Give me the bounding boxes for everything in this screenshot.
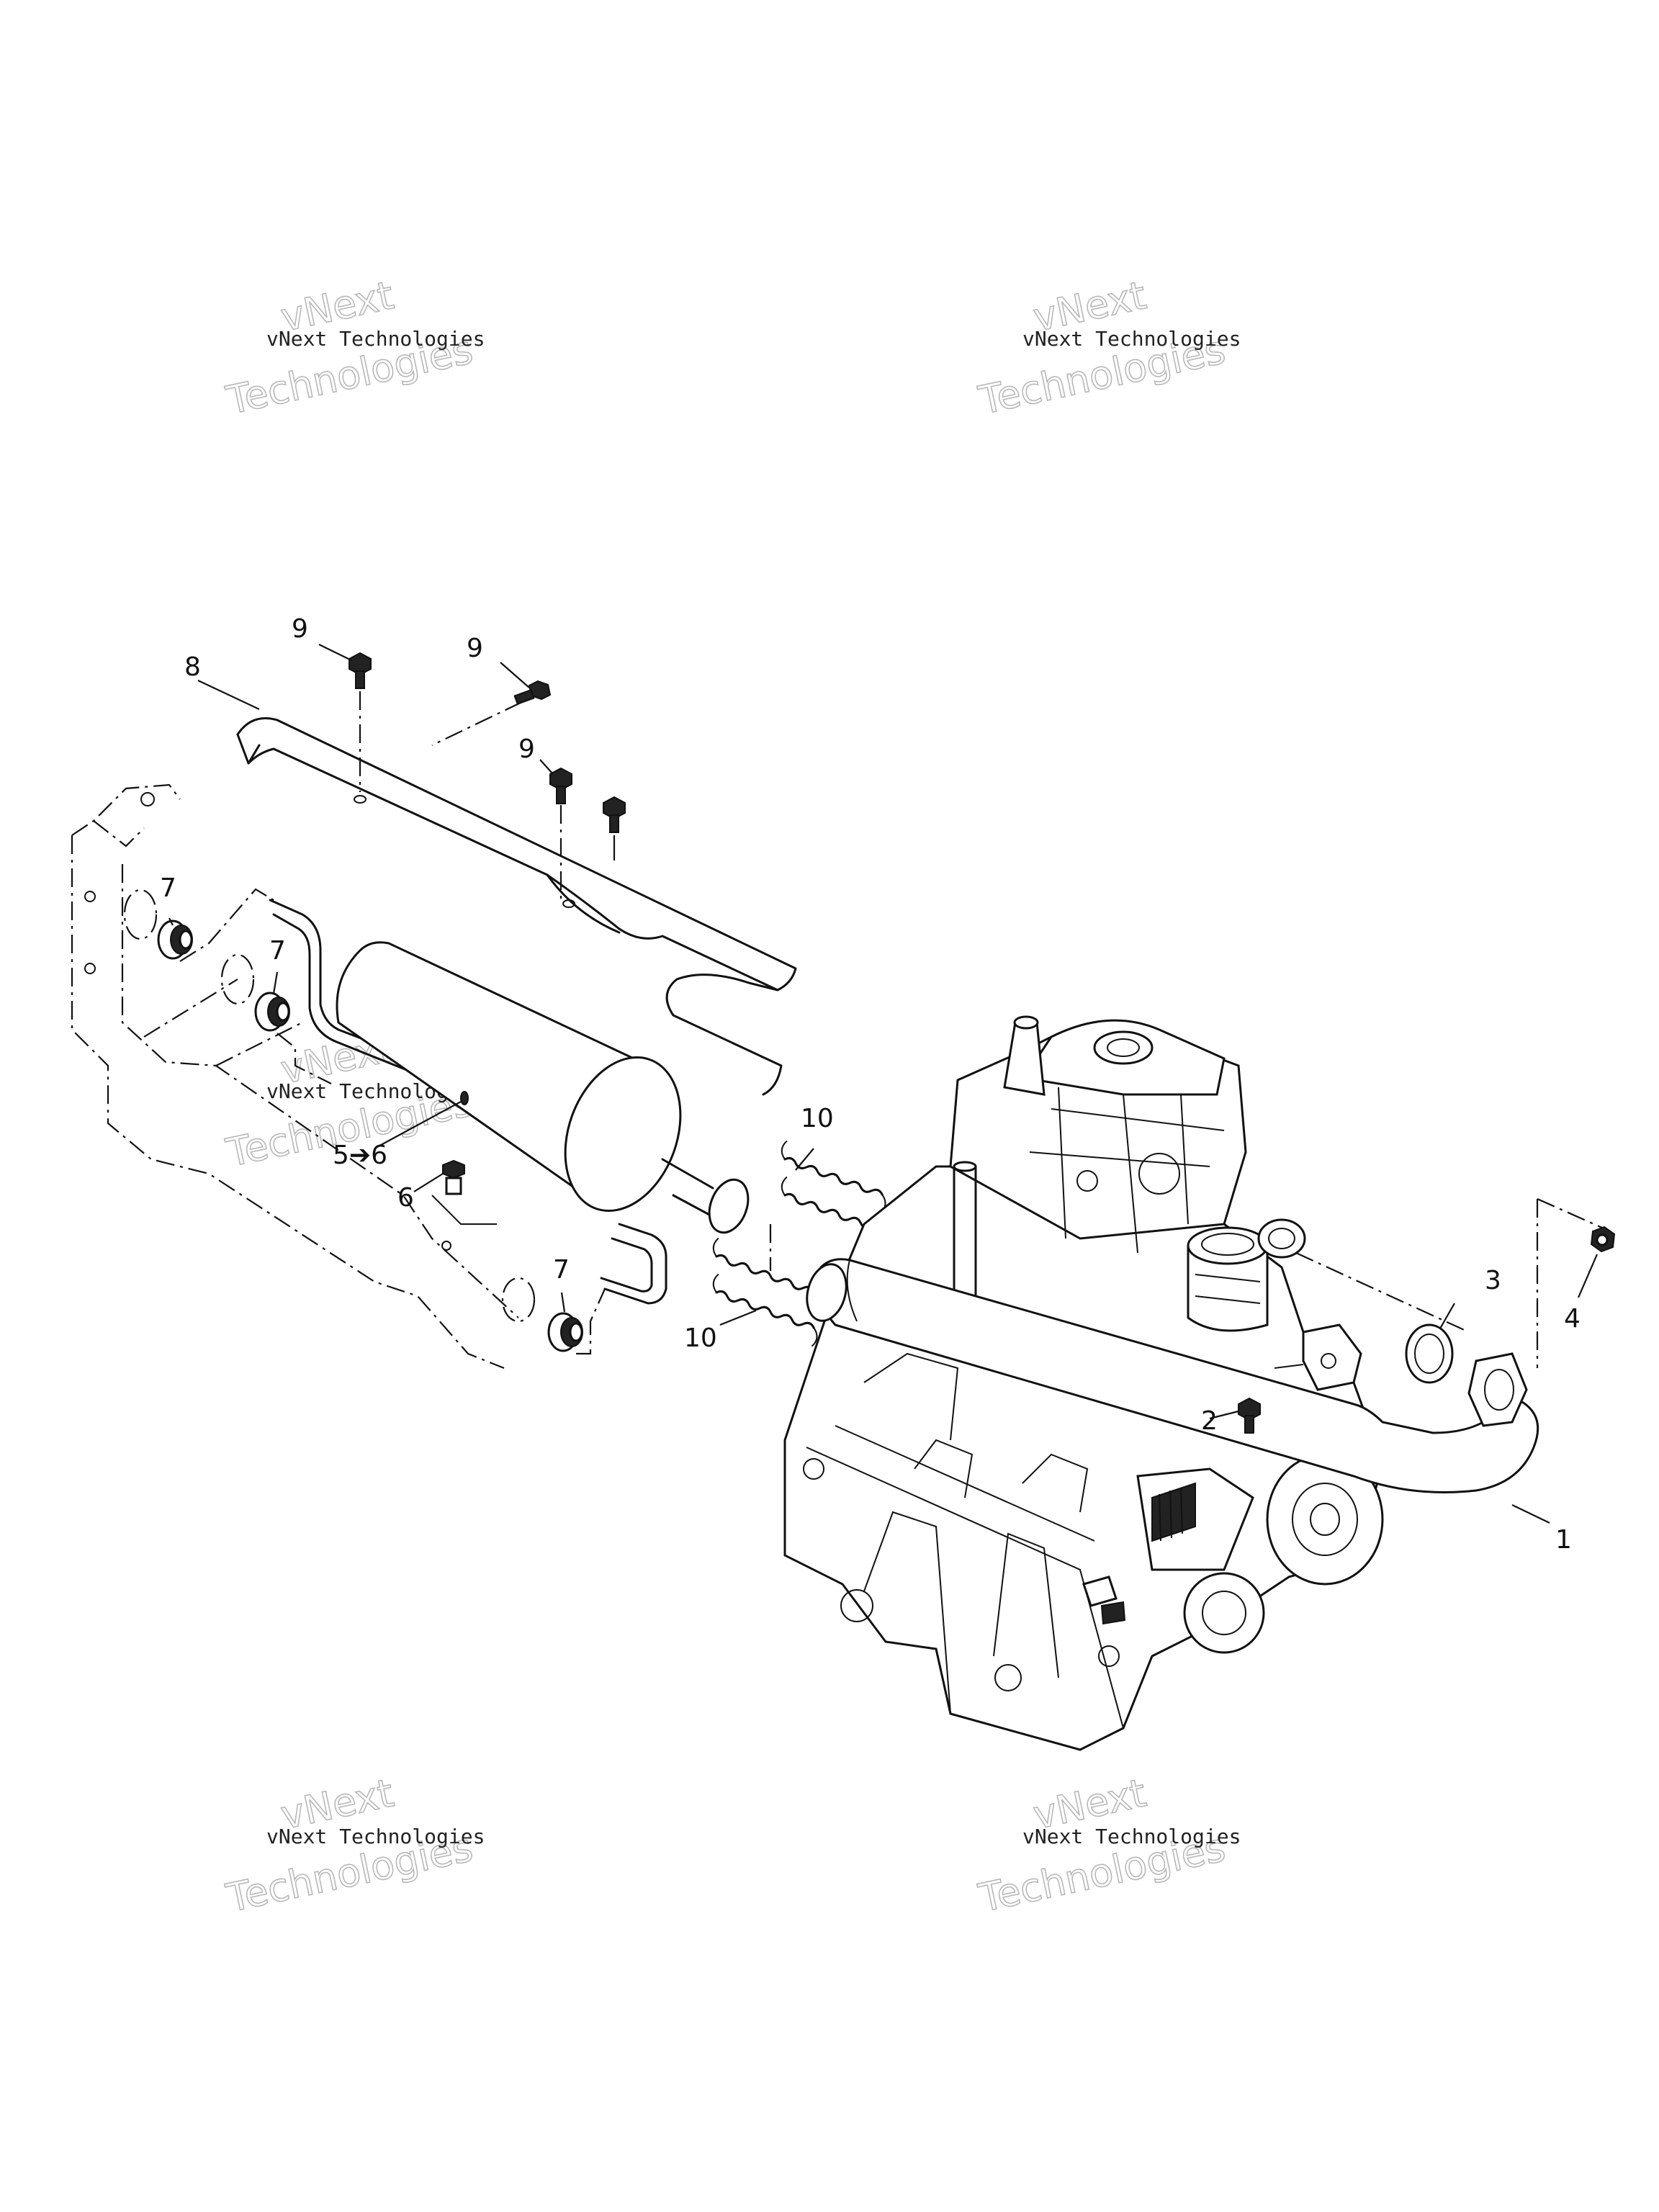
heat-shield-icon bbox=[236, 717, 797, 1096]
callout-7-middle: 7 bbox=[269, 936, 286, 966]
spring-icon bbox=[781, 1140, 886, 1214]
callouts: 2 3 4 1 5➔6 6 7 7 7 8 9 9 9 10 10 bbox=[160, 614, 1581, 1555]
nut-icon bbox=[1590, 1226, 1616, 1253]
callout-7-top: 7 bbox=[160, 873, 176, 903]
exhaust-manifold-pipe-icon bbox=[806, 1258, 1539, 1493]
gasket-icon bbox=[1405, 1323, 1454, 1384]
callout-5-to-6: 5➔6 bbox=[333, 1141, 387, 1170]
watermark-top-right: vNext Technologies vNext Technologies bbox=[974, 271, 1241, 423]
callout-8: 8 bbox=[184, 652, 201, 682]
callout-leaders bbox=[168, 644, 1599, 1524]
watermark-top-left: vNext Technologies vNext Technologies bbox=[222, 271, 485, 423]
callout-6: 6 bbox=[397, 1183, 414, 1213]
frame-icon bbox=[71, 783, 536, 1370]
callout-9-top-right: 9 bbox=[467, 634, 483, 663]
drain-plug-icon bbox=[442, 1159, 465, 1195]
grommet-icon bbox=[547, 1312, 583, 1352]
callout-3: 3 bbox=[1485, 1266, 1501, 1295]
watermark-small-line-1: vNext Technologies bbox=[1022, 1825, 1241, 1848]
spring-icon bbox=[712, 1237, 818, 1311]
muffler-icon bbox=[269, 899, 750, 1305]
watermark-small-line-1: vNext Technologies bbox=[266, 327, 485, 351]
bolt-icon bbox=[513, 680, 552, 706]
watermark-small-line-1: vNext Technologies bbox=[1022, 327, 1241, 351]
callout-4: 4 bbox=[1564, 1304, 1581, 1334]
bolt-icon bbox=[1238, 1397, 1261, 1434]
callout-7-bottom: 7 bbox=[553, 1255, 570, 1285]
callout-1: 1 bbox=[1555, 1525, 1572, 1555]
grommet-icon bbox=[157, 920, 193, 960]
spring-icon bbox=[712, 1273, 818, 1347]
callout-9-top-left: 9 bbox=[292, 614, 308, 644]
watermark-bottom-left: vNext Technologies vNext Technologies bbox=[222, 1769, 485, 1921]
callout-9-middle: 9 bbox=[518, 734, 535, 764]
watermark-bottom-right: vNext Technologies vNext Technologies bbox=[974, 1769, 1241, 1921]
bolt-icon bbox=[603, 796, 626, 833]
callout-10-top: 10 bbox=[801, 1104, 834, 1133]
callout-10-bottom: 10 bbox=[684, 1323, 717, 1353]
bolt-icon bbox=[549, 767, 572, 804]
grommet-icon bbox=[254, 992, 290, 1032]
watermark-middle-left: vNext Technologies vNext Technologies bbox=[222, 1024, 485, 1176]
callout-2: 2 bbox=[1201, 1406, 1218, 1436]
bolt-icon bbox=[349, 652, 372, 689]
watermark-small-line-1: vNext Technologies bbox=[266, 1825, 485, 1848]
